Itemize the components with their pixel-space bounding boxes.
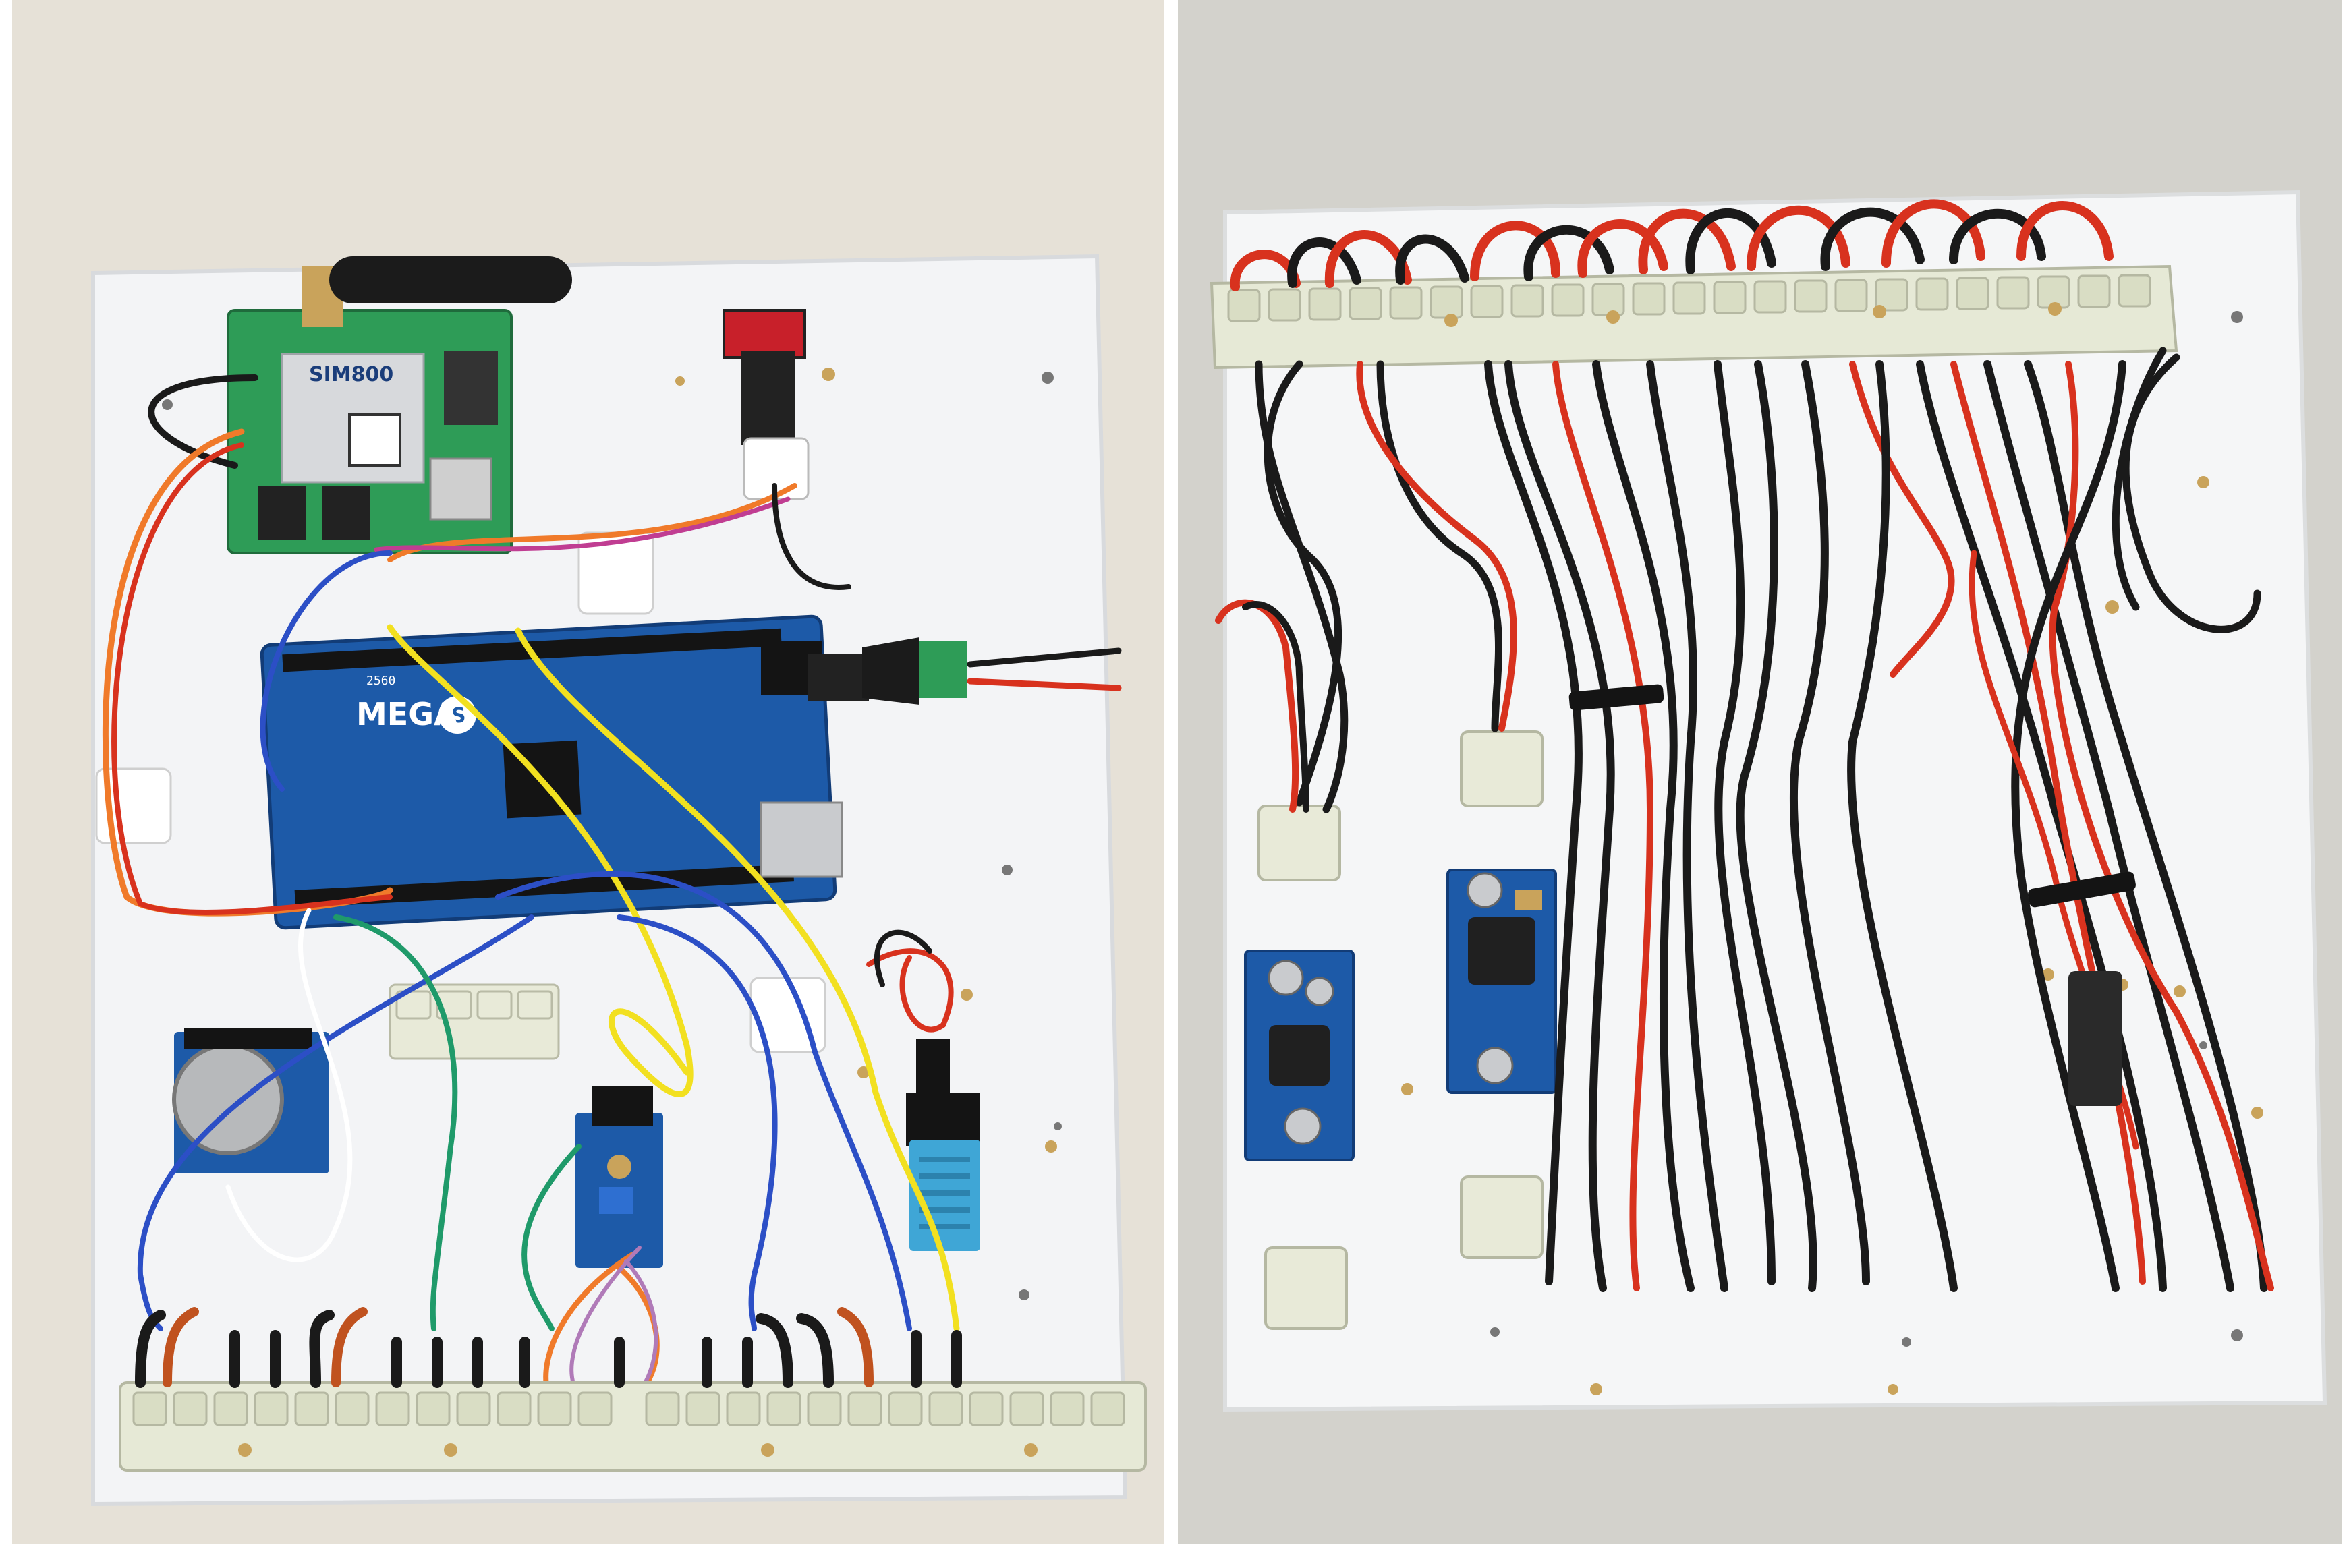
middle-terminal-block — [389, 983, 560, 1060]
left-wiring — [102, 374, 1122, 1420]
left-photo-scene: SIM800 S MEGA 2560 — [12, 0, 1164, 1544]
arduino-brand-label: MEGA — [356, 696, 458, 732]
right-photo — [1178, 0, 2342, 1544]
buck-converter-left — [1244, 950, 1355, 1161]
arduino-logo-letter: S — [451, 704, 466, 728]
sim800-chip-label: SIM800 — [309, 363, 393, 386]
left-photo: SIM800 S MEGA 2560 — [12, 0, 1164, 1544]
top-connector-module — [723, 309, 810, 500]
dc-power-jack — [808, 637, 967, 705]
right-mounting-board — [1223, 190, 2327, 1412]
right-top-terminal-strip — [1210, 264, 2178, 370]
left-bottom-terminal-strip — [119, 1307, 1147, 1472]
gsm-module: SIM800 — [227, 309, 513, 554]
right-cable-ties — [1568, 684, 2136, 1106]
dht-sensor — [906, 1039, 980, 1251]
right-small-terminal-blocks — [1257, 730, 1544, 1330]
right-vertical-wires — [1215, 347, 2274, 1292]
right-photo-scene — [1178, 0, 2342, 1544]
left-mounting-holes — [162, 372, 1062, 1300]
arduino-model-label: 2560 — [366, 674, 395, 688]
rtc-module — [172, 1028, 329, 1173]
small-sensor-module — [575, 1086, 663, 1268]
right-brass-standoffs — [1401, 476, 2263, 1395]
right-top-wire-loops — [1230, 199, 2114, 291]
left-brass-standoffs — [675, 368, 1057, 1153]
right-mounting-holes — [1490, 311, 2243, 1347]
gsm-antenna — [302, 256, 572, 327]
buck-converter-right — [1446, 869, 1557, 1094]
